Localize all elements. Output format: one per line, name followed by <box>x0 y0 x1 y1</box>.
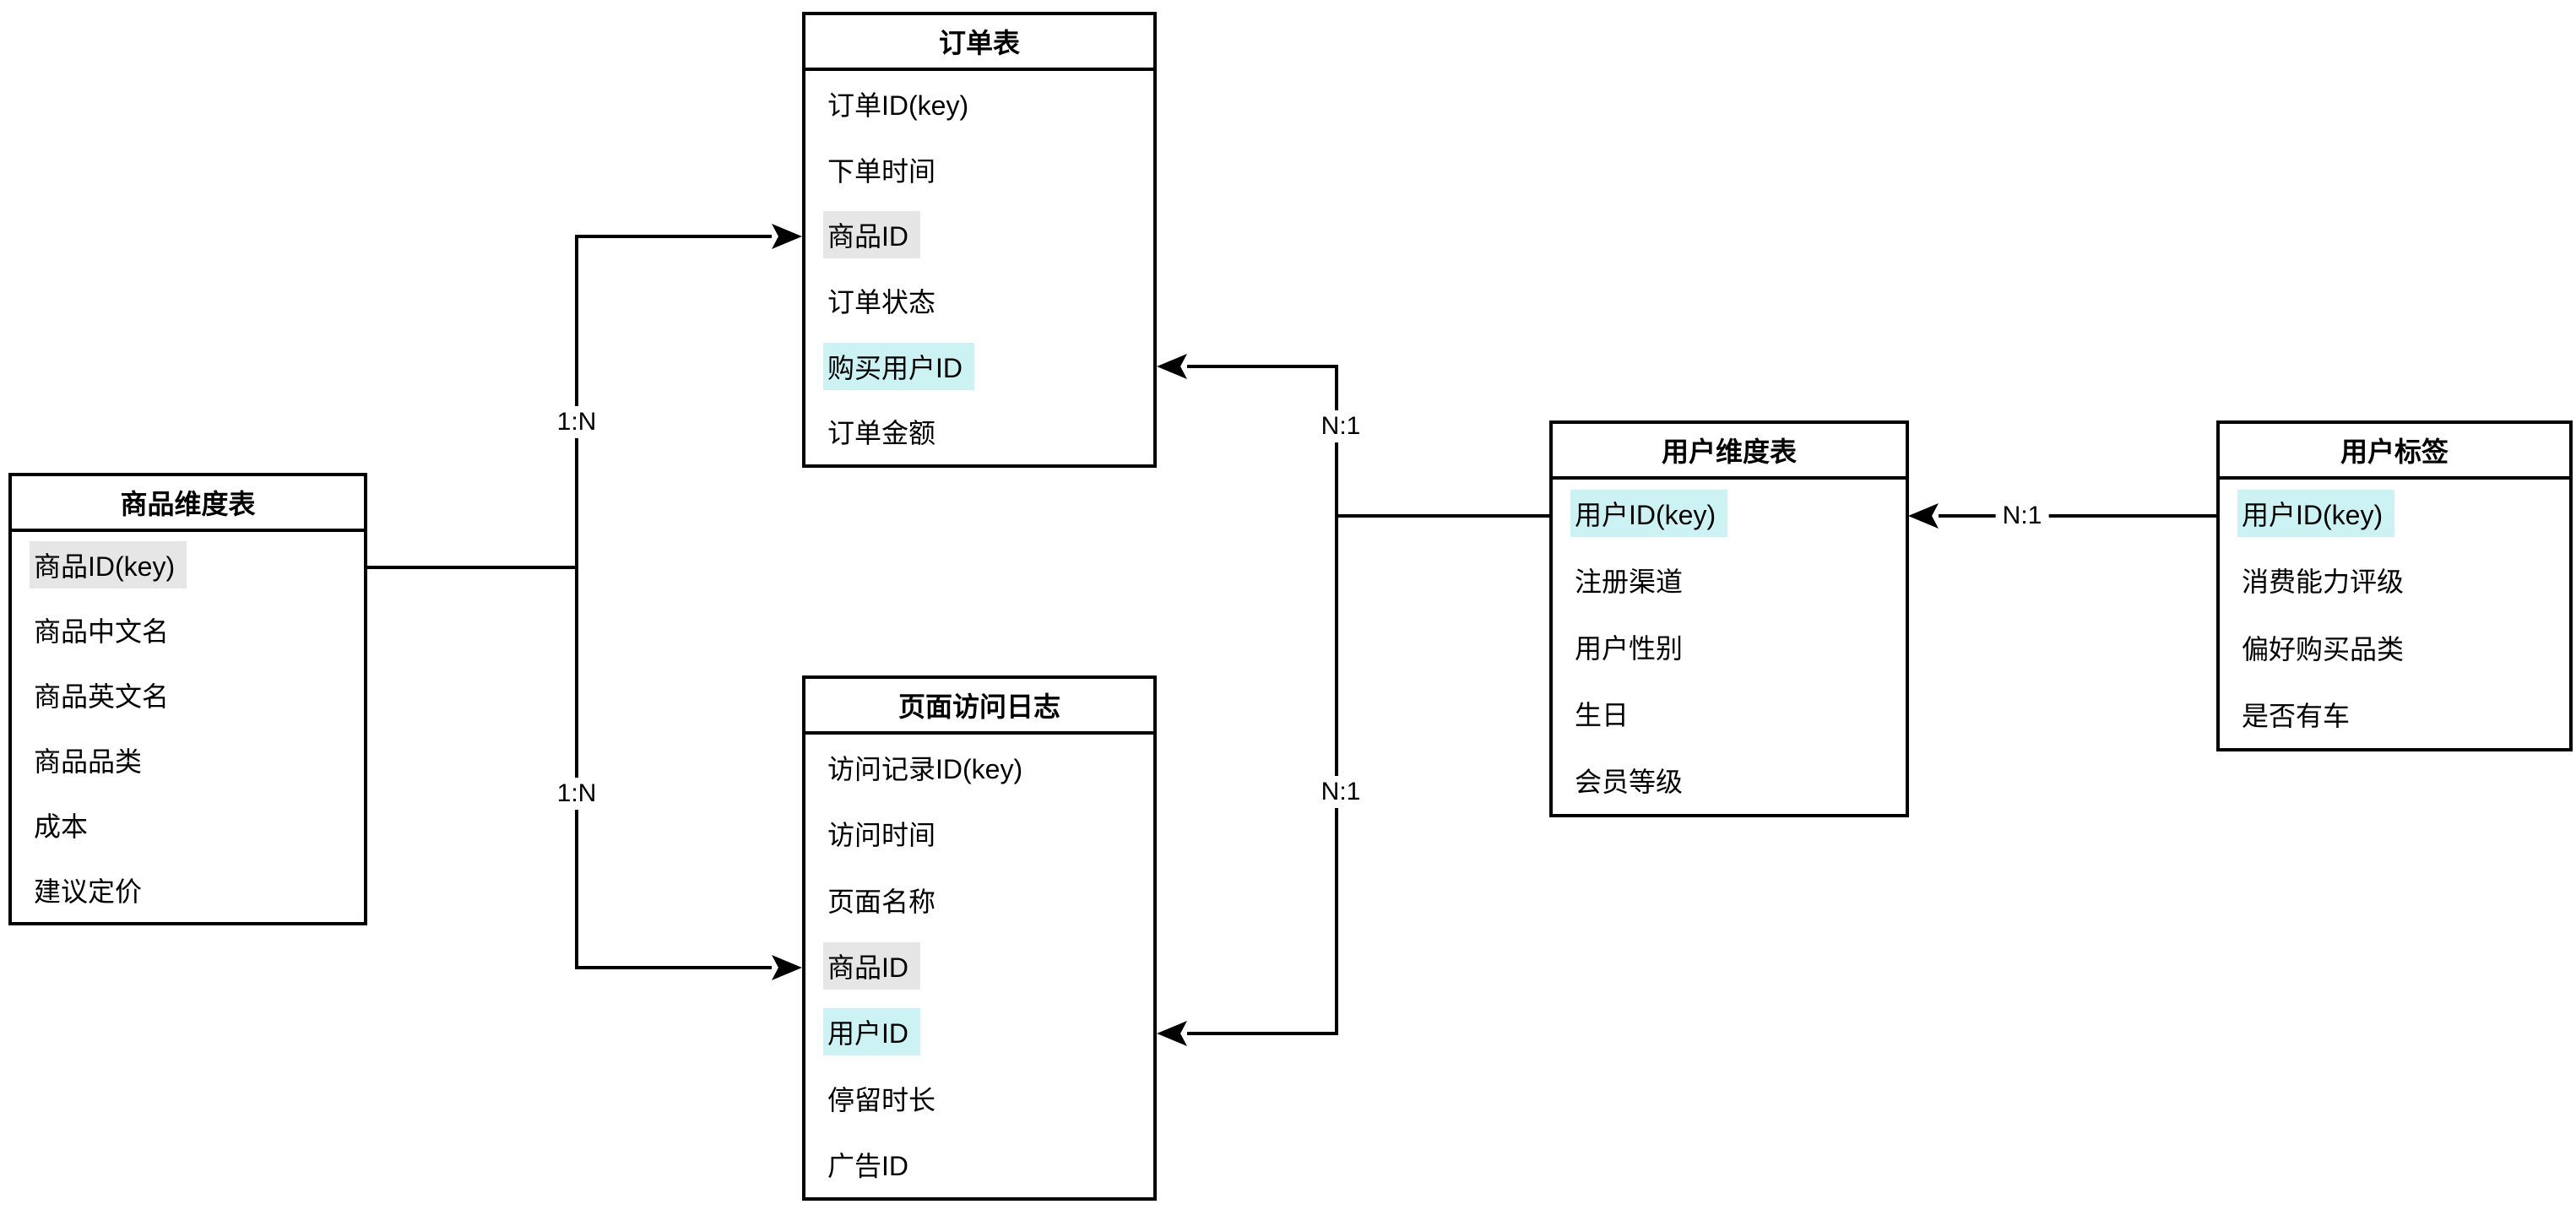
field-user-gender: 用户性别 <box>1575 633 1684 664</box>
table-page-visit-log-fields: 访问记录ID(key) 访问时间 页面名称 商品ID 用户ID 停留时长 广告I… <box>805 735 1153 1197</box>
connector-product-trunk <box>367 566 578 569</box>
connector-product-vertical <box>575 235 578 969</box>
arrow-head-into-pagelog-user-id <box>1157 1021 1187 1046</box>
connector-usertag-to-userdim <box>1939 514 2216 518</box>
cardinality-label-userdim-order: N:1 <box>1314 410 1368 442</box>
table-user-dimension: 用户维度表 用户ID(key) 注册渠道 用户性别 生日 会员等级 <box>1549 420 1909 817</box>
arrow-head-into-order-buyer-id <box>1157 354 1187 379</box>
table-product-dimension-fields: 商品ID(key) 商品中文名 商品英文名 商品品类 成本 建议定价 <box>12 532 364 922</box>
field-suggested-price: 建议定价 <box>34 876 143 907</box>
table-user-tags: 用户标签 用户ID(key) 消费能力评级 偏好购买品类 是否有车 <box>2216 420 2573 751</box>
table-product-dimension-title: 商品维度表 <box>12 476 364 532</box>
field-buyer-user-id: 购买用户ID <box>823 334 1153 399</box>
field-product-id: 商品ID <box>823 933 1153 999</box>
table-user-dimension-fields: 用户ID(key) 注册渠道 用户性别 生日 会员等级 <box>1553 480 1906 814</box>
field-product-id: 商品ID <box>823 202 1153 268</box>
field-register-channel: 注册渠道 <box>1575 566 1684 597</box>
arrow-head-into-userdim-user-id <box>1908 503 1939 529</box>
field-spending-power-rating: 消费能力评级 <box>2242 567 2405 598</box>
table-user-tags-title: 用户标签 <box>2220 424 2569 480</box>
table-order-title: 订单表 <box>805 15 1153 71</box>
table-order-fields: 订单ID(key) 下单时间 商品ID 订单状态 购买用户ID 订单金额 <box>805 71 1153 464</box>
field-user-id-key: 用户ID(key) <box>1570 480 1906 546</box>
connector-userdim-to-pagelog <box>1187 1032 1338 1035</box>
field-product-name-en: 商品英文名 <box>34 681 170 712</box>
field-cost: 成本 <box>34 811 89 842</box>
arrow-head-into-pagelog-product-id <box>772 955 802 980</box>
table-user-tags-fields: 用户ID(key) 消费能力评级 偏好购买品类 是否有车 <box>2220 480 2569 748</box>
field-product-id-key: 商品ID(key) <box>30 532 364 597</box>
table-product-dimension: 商品维度表 商品ID(key) 商品中文名 商品英文名 商品品类 成本 建议定价 <box>8 473 367 925</box>
field-user-id-key: 用户ID(key) <box>2237 480 2569 547</box>
connector-userdim-to-order <box>1187 365 1338 368</box>
connector-userdim-trunk <box>1335 514 1549 518</box>
field-product-category: 商品品类 <box>34 746 143 777</box>
table-page-visit-log-title: 页面访问日志 <box>805 679 1153 735</box>
arrow-head-into-order-product-id <box>772 224 802 249</box>
field-order-time: 下单时间 <box>827 155 936 187</box>
field-ad-id: 广告ID <box>827 1150 909 1181</box>
connector-product-to-order <box>575 235 772 238</box>
field-visit-record-id-key: 访问记录ID(key) <box>827 754 1023 785</box>
field-stay-duration: 停留时长 <box>827 1084 936 1115</box>
cardinality-label-product-pagelog: 1:N <box>550 778 604 810</box>
table-user-dimension-title: 用户维度表 <box>1553 424 1906 480</box>
field-has-car: 是否有车 <box>2242 701 2351 732</box>
field-order-id-key: 订单ID(key) <box>827 90 969 121</box>
field-user-id: 用户ID <box>823 999 1153 1065</box>
field-order-amount: 订单金额 <box>827 418 936 449</box>
cardinality-label-product-order: 1:N <box>550 406 604 438</box>
field-visit-time: 访问时间 <box>827 820 936 851</box>
connector-product-to-pagelog <box>575 966 772 969</box>
field-page-name: 页面名称 <box>827 886 936 917</box>
table-page-visit-log: 页面访问日志 访问记录ID(key) 访问时间 页面名称 商品ID 用户ID 停… <box>802 675 1157 1201</box>
field-order-status: 订单状态 <box>827 286 936 317</box>
connector-userdim-vertical <box>1335 365 1338 1035</box>
field-member-level: 会员等级 <box>1575 767 1684 798</box>
table-order: 订单表 订单ID(key) 下单时间 商品ID 订单状态 购买用户ID 订单金额 <box>802 12 1157 468</box>
cardinality-label-usertag-userdim: N:1 <box>1995 500 2049 532</box>
field-product-name-cn: 商品中文名 <box>34 616 170 647</box>
field-birthday: 生日 <box>1575 700 1630 731</box>
field-preferred-category: 偏好购买品类 <box>2242 633 2405 665</box>
cardinality-label-userdim-pagelog: N:1 <box>1314 776 1368 808</box>
